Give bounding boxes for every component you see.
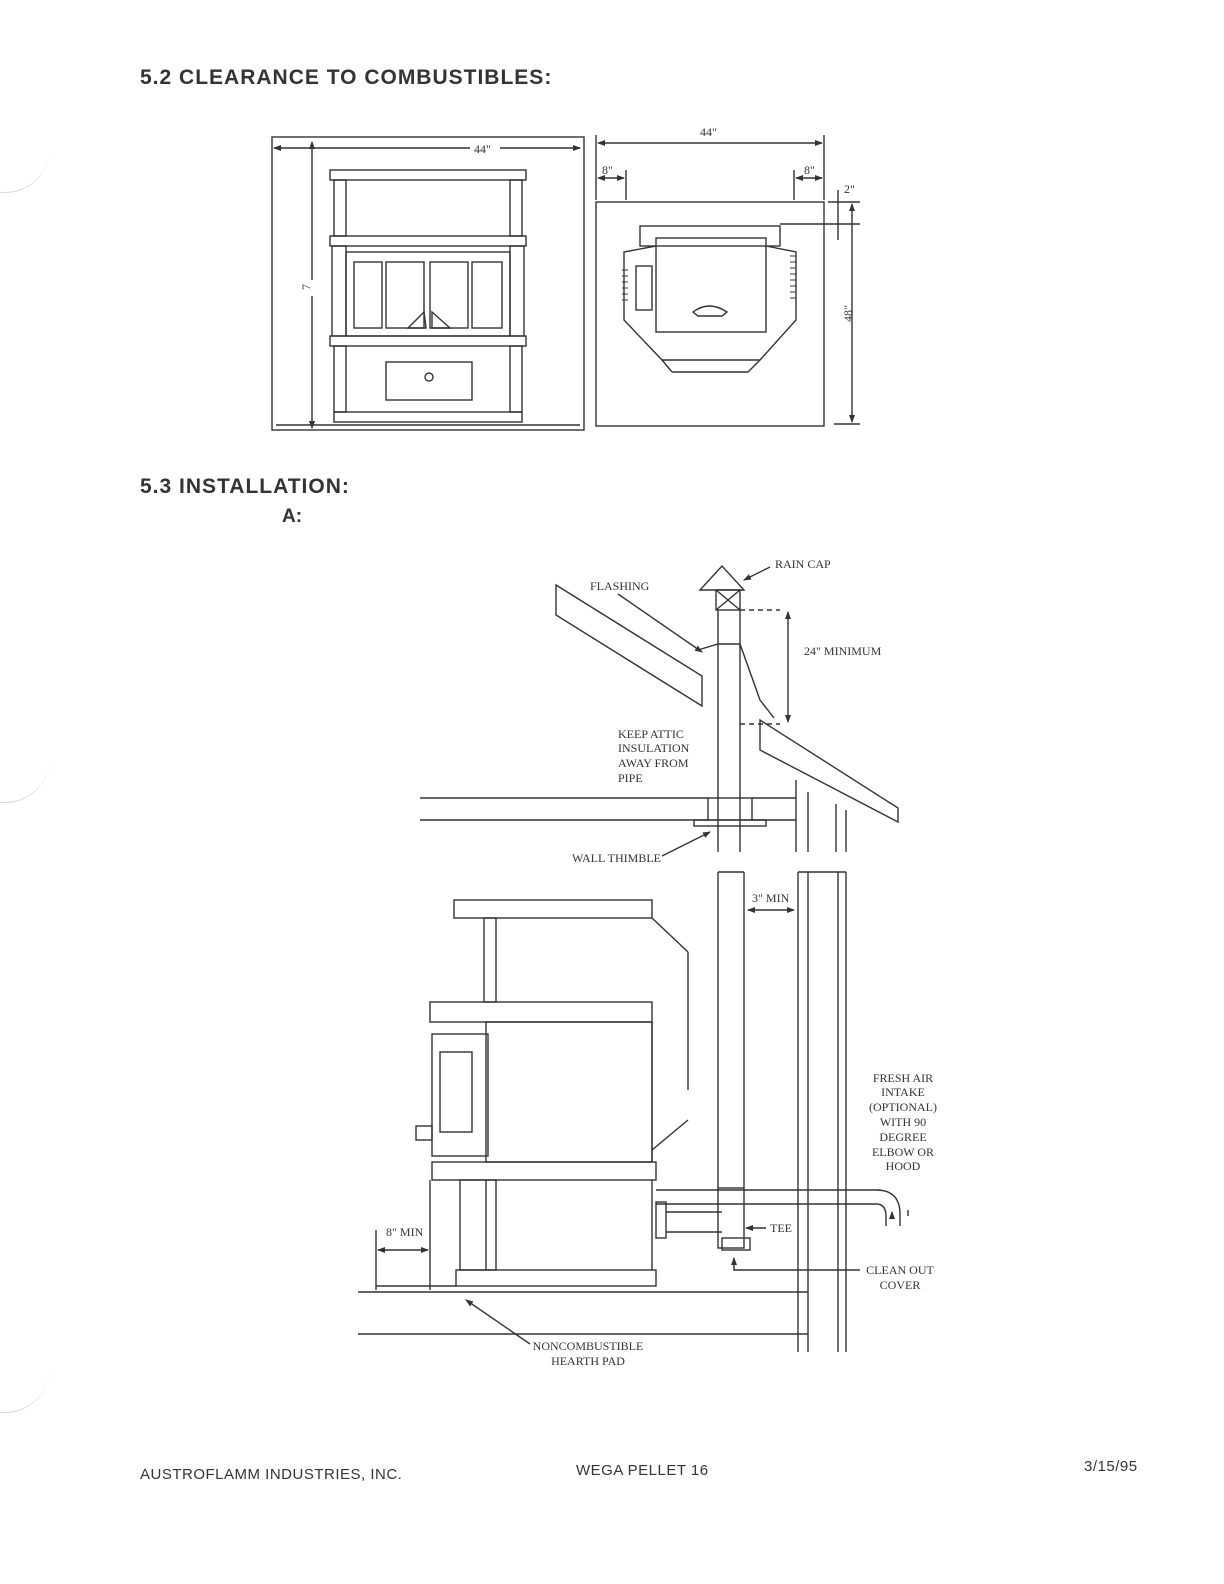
installation-subheading: A:	[282, 506, 303, 527]
flashing-label: FLASHING	[590, 579, 650, 593]
attic-label-line3: AWAY FROM	[618, 756, 689, 770]
installation-diagram: RAIN CAP FLASHING 24" MINIMUM KEEP ATTIC…	[358, 557, 937, 1368]
footer-model: WEGA PELLET 16	[576, 1462, 709, 1479]
rear-clearance-label: 2"	[844, 182, 855, 196]
installation-heading: 5.3 INSTALLATION:	[140, 475, 350, 498]
tee-label: TEE	[770, 1221, 792, 1235]
left-clearance-label: 8"	[602, 163, 613, 177]
clearance-diagram: 44" 7 44" 8" 8" 2" 48"	[271, 125, 860, 431]
min-3-label: 3" MIN	[752, 891, 790, 905]
fresh-air-line6: ELBOW OR	[872, 1145, 934, 1159]
stove-door	[431, 1033, 489, 1157]
footer-date: 3/15/95	[1084, 1458, 1138, 1475]
roof-left	[555, 583, 703, 708]
fresh-air-line5: DEGREE	[879, 1130, 926, 1144]
clean-out-line1: CLEAN OUT	[866, 1263, 934, 1277]
hearth-line2: HEARTH PAD	[551, 1354, 625, 1368]
clean-out-line2: COVER	[880, 1278, 921, 1292]
rain-cap-label: RAIN CAP	[775, 557, 831, 571]
fresh-air-line7: HOOD	[886, 1159, 921, 1173]
roof-right	[759, 718, 899, 824]
clearance-heading: 5.2 CLEARANCE TO COMBUSTIBLES:	[140, 66, 553, 89]
front-height-label: 7	[299, 284, 313, 290]
top-view-frame	[595, 201, 825, 427]
attic-label-line1: KEEP ATTIC	[618, 727, 684, 741]
hearth-line1: NONCOMBUSTIBLE	[533, 1339, 644, 1353]
attic-label-line4: PIPE	[618, 771, 643, 785]
wall-thimble	[707, 797, 753, 821]
depth-label: 48"	[841, 305, 855, 322]
top-width-label: 44"	[700, 125, 717, 139]
fresh-air-line4: WITH 90	[880, 1115, 926, 1129]
rain-cap	[698, 564, 746, 591]
wall-thimble-label: WALL THIMBLE	[572, 851, 661, 865]
stove-top	[453, 899, 653, 919]
attic-label-line2: INSULATION	[618, 741, 690, 755]
fresh-air-line2: INTAKE	[881, 1085, 925, 1099]
fresh-air-line1: FRESH AIR	[873, 1071, 933, 1085]
fresh-air-elbow	[875, 1189, 901, 1226]
fresh-air-line3: (OPTIONAL)	[869, 1100, 937, 1114]
footer-company: AUSTROFLAMM INDUSTRIES, INC.	[140, 1466, 403, 1483]
min-8-label: 8" MIN	[386, 1225, 424, 1239]
right-clearance-label: 8"	[804, 163, 815, 177]
front-width-label: 44"	[474, 142, 491, 156]
minimum-24-label: 24" MINIMUM	[804, 644, 882, 658]
front-view-frame	[271, 136, 585, 431]
